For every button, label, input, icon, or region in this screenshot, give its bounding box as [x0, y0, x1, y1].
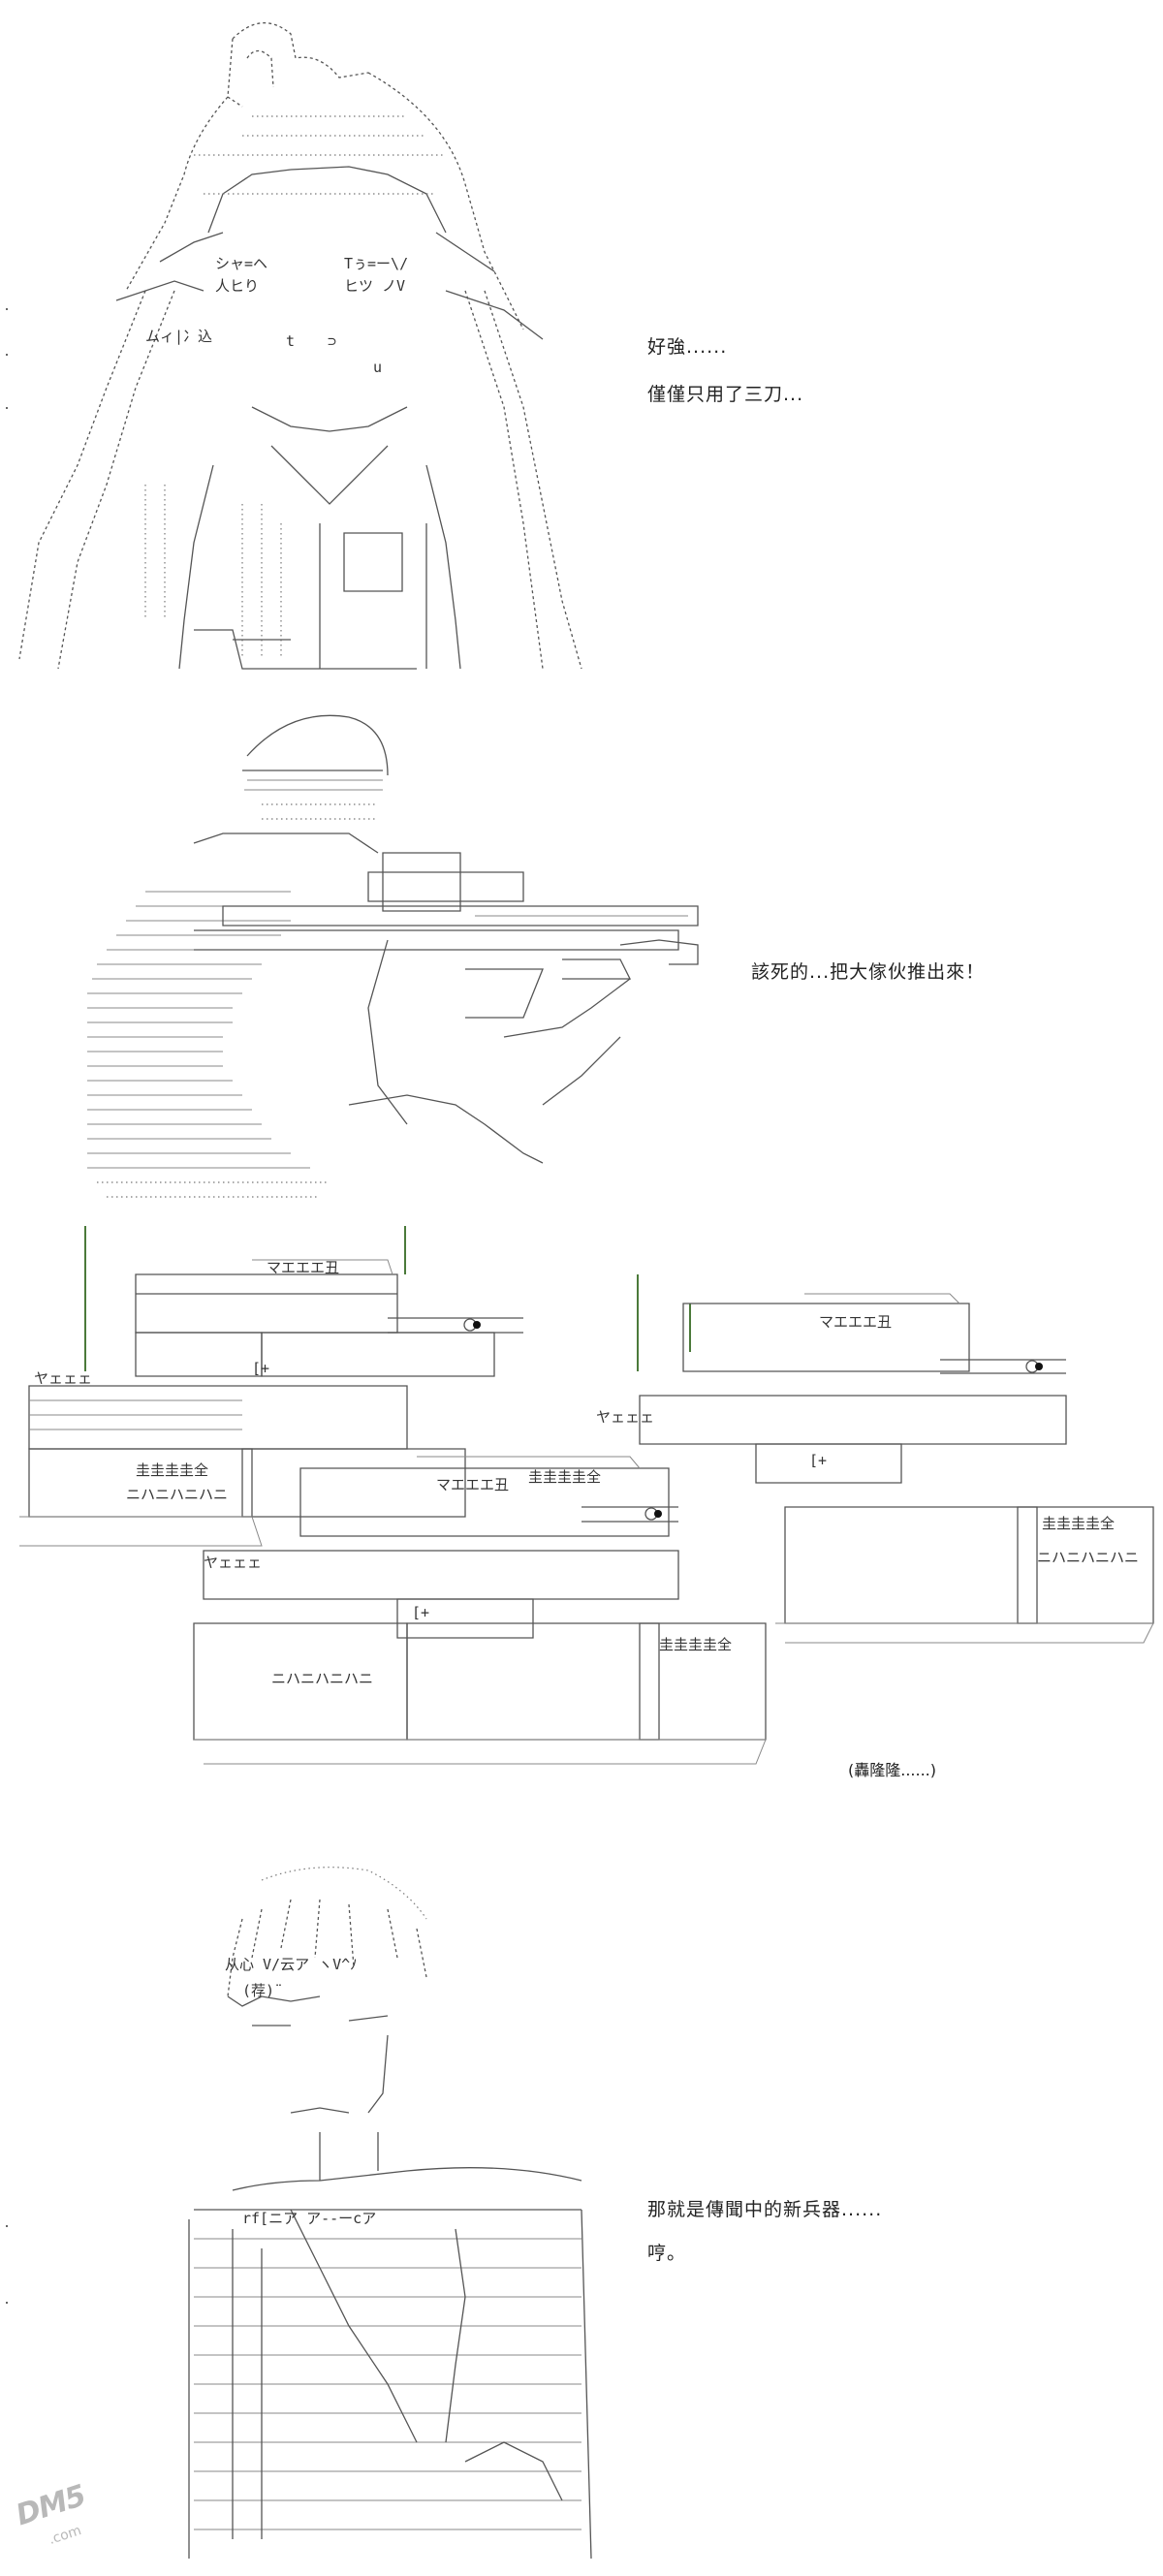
panel-3-tank-a-turret-label: マエエエ丑 [267, 1259, 340, 1276]
panel-3-tank-c-track-label: 圭圭圭圭全 [528, 1468, 602, 1486]
panel-1-character-art [0, 0, 1163, 698]
margin-dot [6, 407, 8, 409]
margin-dot [6, 2302, 8, 2304]
panel-4-hair-glyphs: 从心 V/云ア ヽV^ﾉ [225, 1956, 358, 1973]
panel-1-eye-right-glyphs: ヒツ ノV [344, 277, 406, 295]
panel-3-tank-c-plus: [+ [412, 1604, 430, 1621]
panel-4-caption-1: 那就是傳聞中的新兵器...... [647, 2199, 883, 2220]
watermark-sub: .com [47, 2523, 83, 2548]
margin-dot [6, 2225, 8, 2227]
panel-3-tank-b-plus: [+ [809, 1452, 828, 1469]
margin-dot [6, 308, 8, 310]
panel-2: 該死的...把大傢伙推出來！ [0, 698, 1163, 1226]
panel-2-soldier-with-gun-art [0, 698, 1163, 1226]
panel-1-mouth-glyph: t [286, 332, 296, 350]
margin-dot [6, 354, 8, 356]
panel-3-tanks-art [0, 1226, 1163, 1861]
panel-3-tank-a-sign: ヤェェェ [34, 1369, 93, 1387]
panel-3-tank-b-track-label: 圭圭圭圭全 [1042, 1515, 1116, 1532]
panel-3-tank-c-track-label-2: 圭圭圭圭全 [659, 1636, 733, 1653]
panel-1-face-left-glyphs: シャ=ヘ [215, 255, 268, 272]
panel-3: マエエエ丑 マエエエ丑 マエエエ丑 圭圭圭圭全 圭圭圭圭全 圭圭圭圭全 圭圭圭圭… [0, 1226, 1163, 1861]
panel-3-tank-a-track-label: 圭圭圭圭全 [136, 1461, 209, 1479]
panel-3-tank-a-plus: [+ [252, 1360, 270, 1377]
panel-1-mark-glyph: u [373, 359, 383, 376]
panel-3-tank-c-sign: ヤェェェ [204, 1554, 263, 1571]
panel-1-eye-left-glyphs: 人ヒり [215, 277, 260, 295]
panel-1-caption-2: 僅僅只用了三刀... [647, 384, 804, 405]
panel-1-caption-1: 好強...... [647, 336, 728, 358]
panel-3-tank-c-wheels: ニハニハニハニ [271, 1670, 374, 1687]
panel-3-tank-c-turret-label: マエエエ丑 [436, 1476, 510, 1493]
panel-1-cup-glyph: ⊃ [328, 332, 337, 350]
panel-4-eye-glyphs: (荐)¨ [242, 1982, 284, 1999]
panel-4: 从心 V/云ア ヽV^ﾉ (荐)¨ rf[ニア ア--ーcア 那就是傳聞中的新兵… [0, 1861, 1163, 2576]
panel-3-tank-b-wheels: ニハニハニハニ [1037, 1549, 1140, 1566]
panel-4-collar-glyphs: rf[ニア ア--ーcア [242, 2210, 377, 2227]
panel-1: シャ=ヘ Tぅ=ー\/ 人ヒり ヒツ ノV ムィ|冫込 t ⊃ u 好強....… [0, 0, 1163, 698]
panel-4-caption-2: 哼。 [647, 2243, 687, 2264]
dm5-watermark-logo: DM5 .com [10, 2479, 136, 2559]
panel-3-tank-b-turret-label: マエエエ丑 [819, 1313, 893, 1331]
panel-3-tank-b-sign: ヤェェェ [596, 1408, 655, 1426]
panel-2-caption-1: 該死的...把大傢伙推出來！ [751, 961, 986, 983]
panel-3-tank-a-wheels: ニハニハニハニ [126, 1486, 229, 1503]
panel-4-character-art [0, 1861, 1163, 2576]
panel-3-sound-effect: (轟隆隆......) [848, 1761, 937, 1779]
panel-1-lower-glyphs: ムィ|冫込 [145, 328, 213, 345]
panel-1-face-right-glyphs: Tぅ=ー\/ [344, 255, 409, 272]
